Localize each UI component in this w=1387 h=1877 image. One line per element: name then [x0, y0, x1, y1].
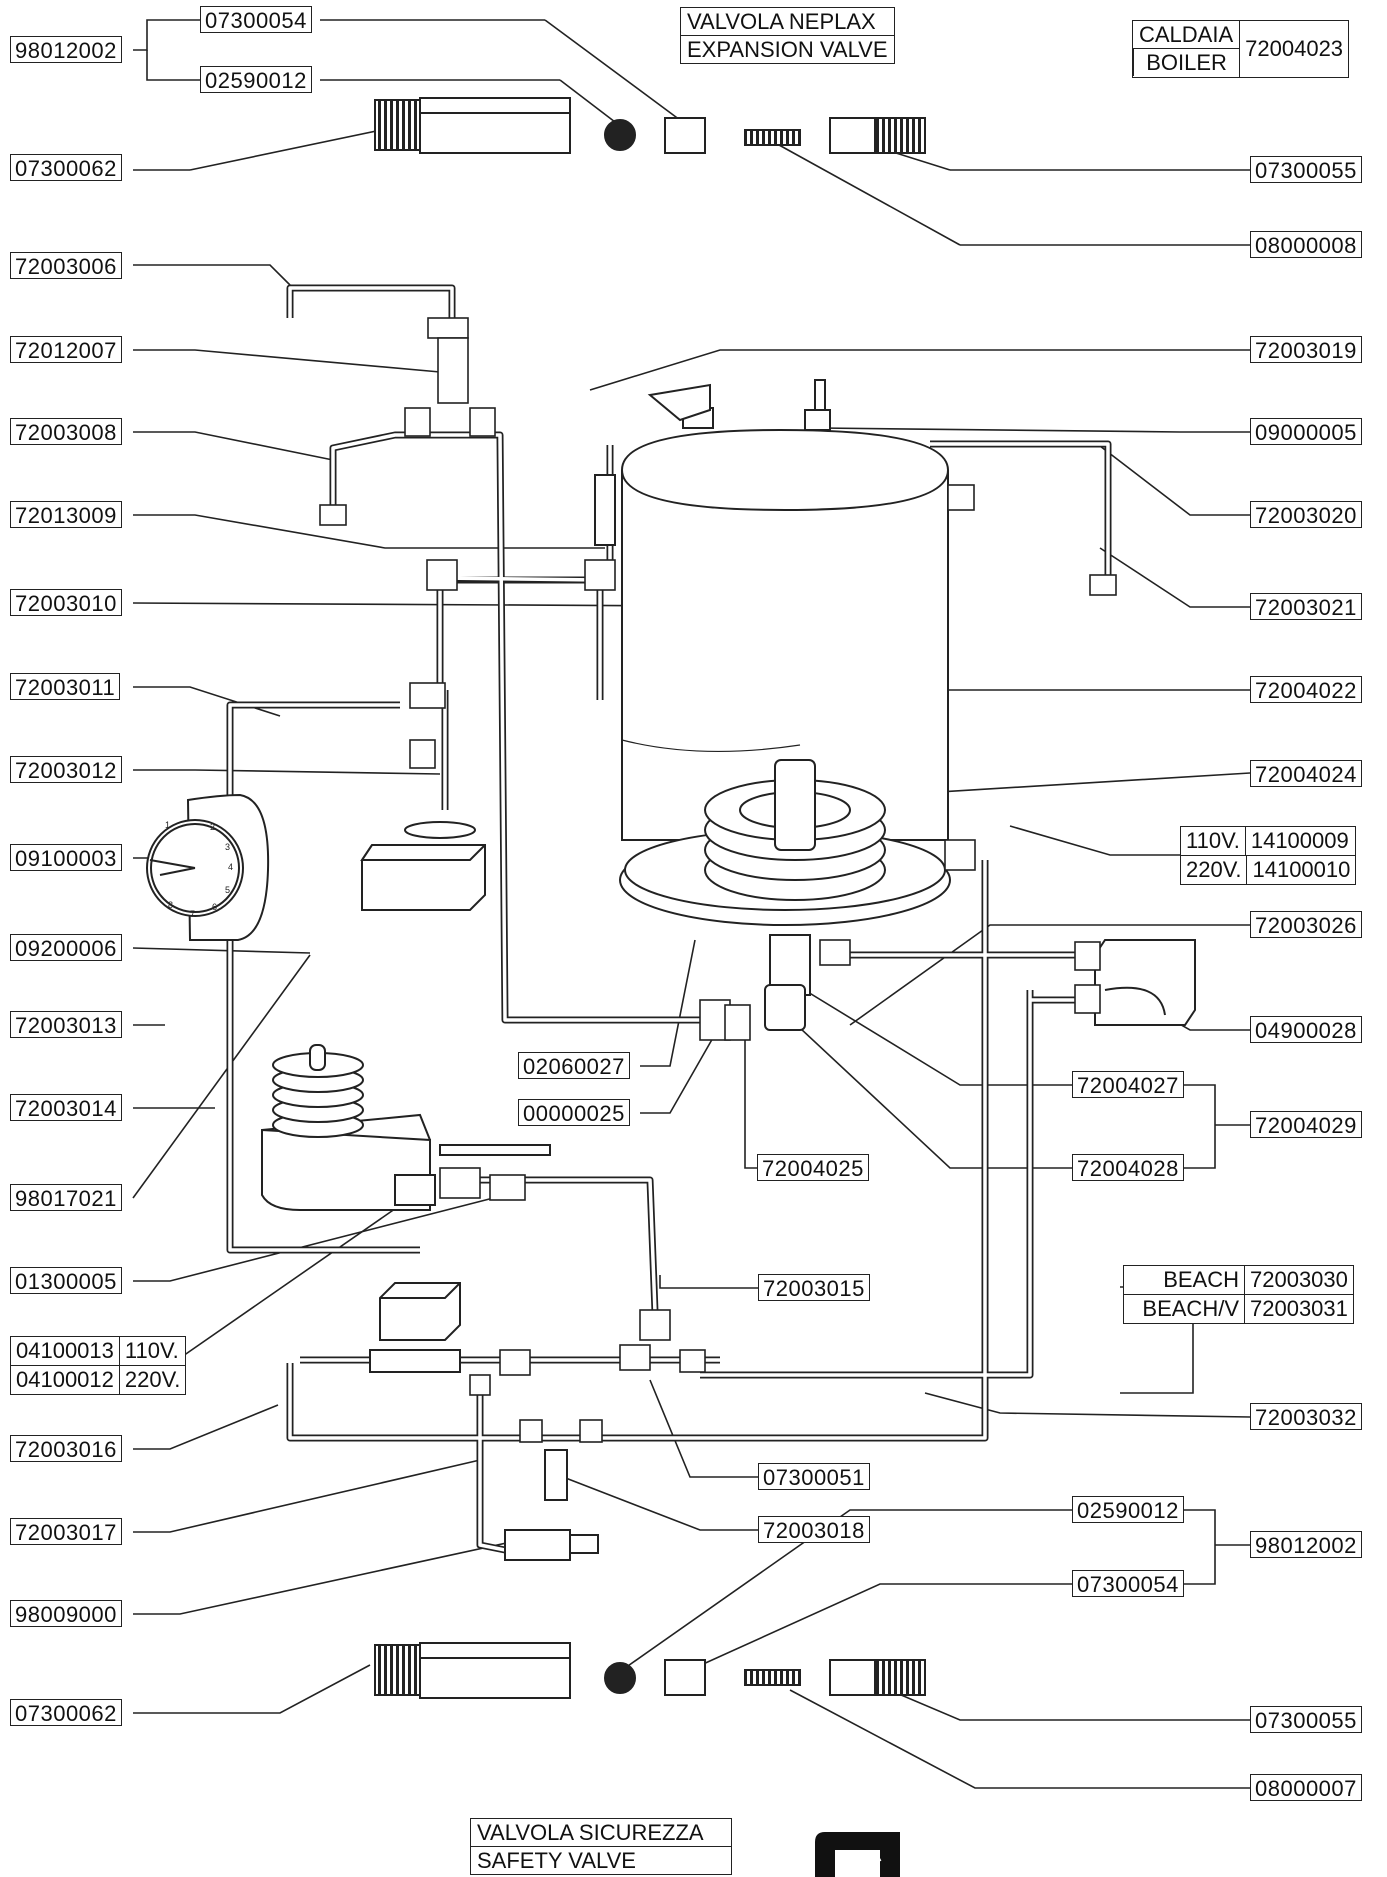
- beach-name-2: BEACH/V: [1142, 1296, 1239, 1321]
- part-label: 00000025: [518, 1099, 630, 1126]
- boiler-title-it: CALDAIA: [1139, 22, 1234, 47]
- part-label: 72004025: [757, 1154, 869, 1181]
- safety-valve: [504, 1449, 599, 1561]
- heater-code-110: 14100009: [1244, 827, 1354, 855]
- part-label: 02060027: [518, 1052, 630, 1079]
- part-label: 02590012: [200, 66, 312, 93]
- expansion-valve-title-it: VALVOLA NEPLAX: [687, 9, 876, 34]
- part-label: 72003019: [1250, 336, 1362, 363]
- svg-text:1: 1: [165, 820, 170, 830]
- part-label: 72013009: [10, 501, 122, 528]
- beach-code-2: 72003031: [1244, 1295, 1353, 1323]
- part-label: 09100003: [10, 844, 122, 871]
- solenoid-code-110: 04100013: [16, 1338, 114, 1363]
- part-label: 72003032: [1250, 1403, 1362, 1430]
- heater-volt-110: 110V.: [1186, 828, 1240, 853]
- part-label: 07300054: [200, 6, 312, 33]
- part-label: 98012002: [10, 36, 122, 63]
- svg-text:6: 6: [212, 902, 217, 912]
- boiler-code: 72004023: [1239, 21, 1348, 77]
- part-label: 72004024: [1250, 760, 1362, 787]
- solenoid-code-220: 04100012: [16, 1367, 114, 1392]
- safety-valve-title: VALVOLA SICUREZZA SAFETY VALVE: [470, 1818, 732, 1875]
- part-label: 72003021: [1250, 593, 1362, 620]
- solenoid-voltage-table: 04100013 110V. 04100012 220V.: [10, 1336, 187, 1395]
- part-label: 72004022: [1250, 676, 1362, 703]
- beach-name-1: BEACH: [1163, 1267, 1239, 1292]
- part-label: 72004027: [1072, 1071, 1184, 1098]
- part-label: 72003018: [758, 1516, 870, 1543]
- svg-text:8: 8: [168, 900, 173, 910]
- part-label: 07300055: [1250, 1706, 1362, 1733]
- solenoid-volt-220: 220V.: [118, 1366, 185, 1394]
- heater-volt-220: 220V.: [1186, 857, 1242, 882]
- beach-code-1: 72003030: [1244, 1266, 1353, 1294]
- part-label: 07300051: [758, 1463, 870, 1490]
- safety-valve-parts: [374, 1642, 926, 1699]
- svg-text:5: 5: [225, 885, 230, 895]
- part-label: 72003006: [10, 252, 122, 279]
- part-label: 09000005: [1250, 418, 1362, 445]
- part-label: 72003011: [10, 673, 121, 700]
- part-label: 01300005: [10, 1267, 122, 1294]
- part-label: 72003017: [10, 1518, 122, 1545]
- level-probe-box: [1094, 939, 1196, 1026]
- fittings: [319, 317, 1117, 1443]
- part-label: 98012002: [1250, 1531, 1362, 1558]
- expansion-valve-parts: [374, 97, 926, 154]
- part-label: 02590012: [1072, 1496, 1184, 1523]
- part-label: 98009000: [10, 1600, 122, 1627]
- part-label: 08000008: [1250, 231, 1362, 258]
- part-label: 72003026: [1250, 911, 1362, 938]
- part-label: 72003020: [1250, 501, 1362, 528]
- part-label: 07300055: [1250, 156, 1362, 183]
- pump-motor: [261, 1044, 551, 1211]
- part-label: 72003012: [10, 756, 122, 783]
- boiler-title-en: BOILER: [1133, 48, 1240, 76]
- part-label: 72012007: [10, 336, 122, 363]
- part-label: 72004028: [1072, 1154, 1184, 1181]
- solenoid-volt-110: 110V.: [118, 1337, 184, 1365]
- expansion-valve-title: VALVOLA NEPLAX EXPANSION VALVE: [680, 7, 895, 64]
- part-label: 08000007: [1250, 1774, 1362, 1801]
- heater-voltage-table: 110V. 14100009 220V. 14100010: [1180, 826, 1357, 885]
- part-label: 07300062: [10, 1699, 122, 1726]
- part-label: 72003010: [10, 589, 122, 616]
- part-label: 07300054: [1072, 1570, 1184, 1597]
- boiler-title: CALDAIA BOILER 72004023: [1132, 20, 1350, 78]
- part-label: 72004029: [1250, 1111, 1362, 1138]
- svg-text:3: 3: [225, 842, 230, 852]
- part-label: 72003014: [10, 1094, 122, 1121]
- boiler: [594, 379, 951, 1031]
- manufacturer-logo: [815, 1832, 900, 1877]
- safety-valve-title-en: SAFETY VALVE: [471, 1846, 731, 1874]
- part-label: 98017021: [10, 1184, 122, 1211]
- part-label: 72003013: [10, 1011, 122, 1038]
- part-label: 07300062: [10, 154, 122, 181]
- svg-text:2: 2: [210, 822, 215, 832]
- part-label: 72003016: [10, 1435, 122, 1462]
- pressostat: [360, 821, 486, 911]
- beach-variant-table: BEACH 72003030 BEACH/V 72003031: [1123, 1265, 1354, 1324]
- part-label: 72003008: [10, 418, 122, 445]
- solenoid-valve: [369, 1282, 461, 1373]
- part-label: 04900028: [1250, 1016, 1362, 1043]
- part-label: 09200006: [10, 934, 122, 961]
- pressure-gauge: 23 4 56 7 8 1: [146, 793, 270, 941]
- part-label: 72003015: [758, 1274, 870, 1301]
- heater-code-220: 14100010: [1246, 856, 1355, 884]
- expansion-valve-title-en: EXPANSION VALVE: [681, 35, 894, 63]
- svg-text:4: 4: [228, 862, 233, 872]
- safety-valve-title-it: VALVOLA SICUREZZA: [477, 1820, 704, 1845]
- svg-text:7: 7: [190, 909, 195, 919]
